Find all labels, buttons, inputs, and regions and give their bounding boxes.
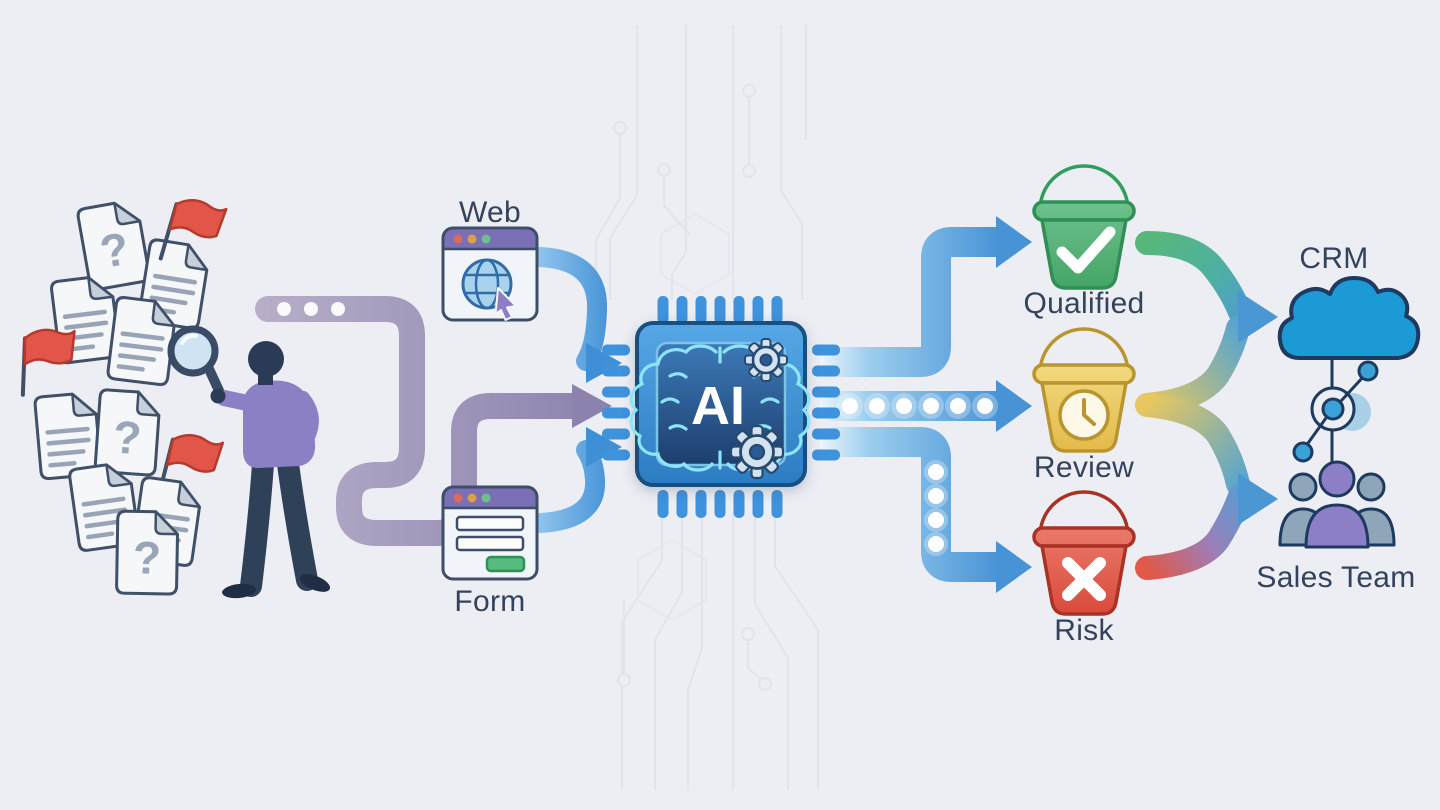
- stream-to-risk: [820, 427, 996, 582]
- review-out-arrow-down: [1135, 393, 1250, 496]
- cursor-icon: [494, 287, 517, 321]
- form-to-ai-arrow: [530, 427, 622, 533]
- risk-bucket: [1032, 490, 1136, 616]
- x-icon: [1062, 557, 1106, 601]
- review-bucket: [1032, 327, 1136, 453]
- ai-chip-label: AI: [691, 376, 745, 436]
- web-to-ai-arrow: [530, 247, 622, 383]
- person-reviewer: [210, 341, 331, 599]
- stream-to-qualified: [820, 227, 996, 377]
- document-question-icon: [114, 509, 180, 596]
- qualified-out-arrow: [1135, 231, 1252, 324]
- sales-team-label: Sales Team: [1256, 561, 1415, 594]
- ai-chip: AI: [602, 296, 840, 518]
- clock-icon: [1058, 389, 1110, 441]
- gear-icon-large: [729, 424, 785, 480]
- bucket-to-destination-arrows: [1135, 231, 1278, 580]
- crm-label: CRM: [1299, 242, 1368, 275]
- gear-icon-small: [744, 338, 788, 382]
- crm-cloud-icon: [1277, 276, 1421, 360]
- background-circuit-traces: [595, 25, 819, 790]
- check-icon: [1056, 226, 1116, 274]
- form-label: Form: [454, 585, 525, 618]
- chip-pins: [602, 296, 840, 518]
- ai-output-streams: [820, 216, 1032, 593]
- sales-team-icon: [1278, 460, 1396, 549]
- stream-dots: [837, 393, 998, 556]
- qualified-bucket: [1032, 164, 1136, 290]
- risk-label: Risk: [1054, 614, 1114, 647]
- documents-to-ai-flow-arrow: [255, 296, 612, 546]
- form-field: [455, 515, 525, 532]
- qualified-label: Qualified: [1023, 287, 1144, 320]
- web-browser-icon: [441, 226, 539, 322]
- web-label: Web: [459, 196, 521, 229]
- form-submit-button: [485, 555, 526, 573]
- crm-to-team-connector: [1292, 358, 1379, 463]
- review-label: Review: [1034, 451, 1134, 484]
- flow-dots: [277, 302, 345, 316]
- form-icon: [441, 485, 539, 581]
- risk-out-arrow: [1135, 484, 1252, 580]
- form-field: [455, 535, 525, 552]
